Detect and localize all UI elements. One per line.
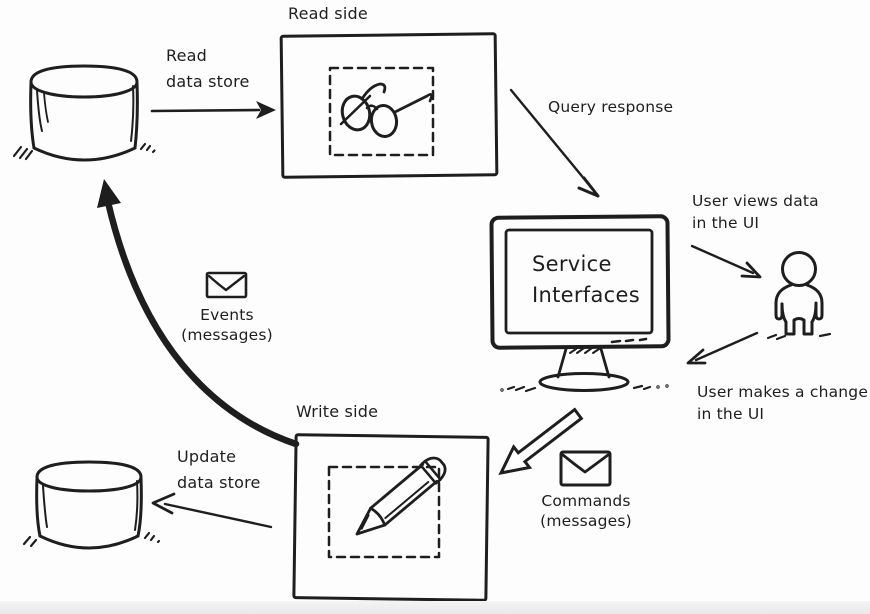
read-data-store-arrow [150,101,276,119]
read-side-box [279,32,499,179]
commands-label: Commands (messages) [540,492,632,530]
query-response-label: Query response [548,98,674,116]
monitor-icon [489,214,671,393]
user-views-label: User views data in the UI [692,192,819,232]
commands-arrow [498,407,584,476]
read-data-store-label: Read data store [166,46,250,91]
query-response-arrow [509,88,600,198]
bottom-gradient-band [0,601,870,614]
read-side-title: Read side [288,4,368,23]
write-side-box [292,433,490,602]
events-envelope-icon [205,271,248,299]
user-makes-change-arrow [686,331,759,365]
glasses-icon [339,82,433,138]
write-side-dashed-box [327,465,441,559]
pencil-icon [355,456,447,536]
events-flow-arrow [97,179,300,448]
commands-envelope-icon [559,450,612,487]
user-views-arrow [690,244,762,279]
user-makes-change-label: User makes a change in the UI [697,383,869,423]
events-label: Events (messages) [181,306,273,344]
write-database-icon [22,460,161,550]
read-side-dashed-box [328,66,435,157]
read-database-icon [12,64,156,162]
update-data-store-arrow [151,492,273,529]
write-side-title: Write side [296,402,379,421]
service-interfaces-label: Service Interfaces [532,252,640,307]
person-icon [766,251,832,341]
update-data-store-label: Update data store [177,447,261,492]
